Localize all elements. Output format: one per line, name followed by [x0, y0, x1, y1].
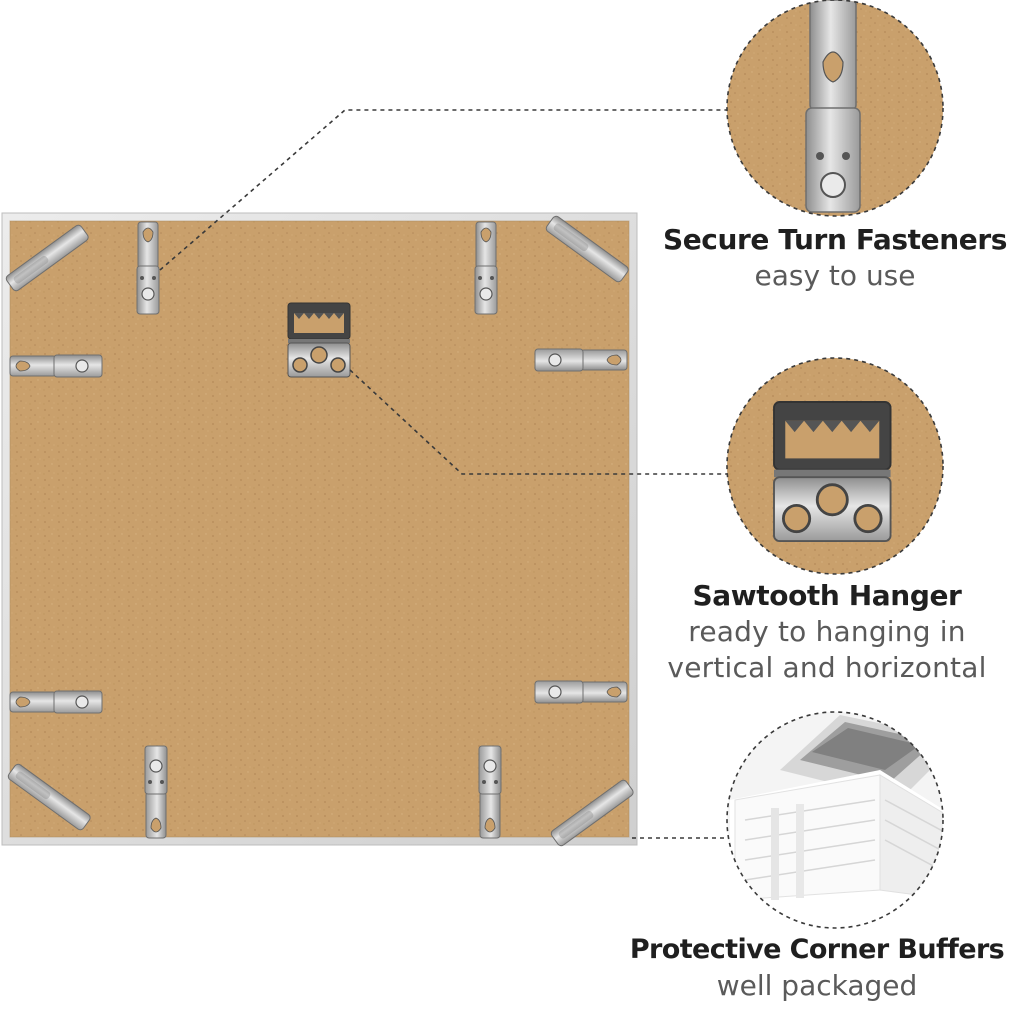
- feature-subtitle: well packaged: [716, 969, 918, 1002]
- feature-subtitle: easy to use: [754, 259, 916, 292]
- feature-turn-fasteners: Secure Turn Fasteners easy to use: [640, 222, 1024, 294]
- feature-subtitle: vertical and horizontal: [667, 651, 987, 684]
- corner-buffer-icon: [726, 711, 944, 929]
- sawtooth-hanger-icon: [726, 357, 944, 575]
- feature-sawtooth-hanger: Sawtooth Hanger ready to hanging in vert…: [630, 578, 1024, 686]
- feature-title: Secure Turn Fasteners: [662, 223, 1008, 256]
- connector-lines: [159, 109, 728, 839]
- feature-subtitle: ready to hanging in: [688, 615, 966, 648]
- feature-title: Sawtooth Hanger: [692, 579, 962, 612]
- feature-title: Protective Corner Buffers: [629, 934, 1005, 965]
- turn-fastener-icon: [726, 0, 944, 217]
- feature-corner-buffers: Protective Corner Buffers well packaged: [610, 932, 1024, 1004]
- sawtooth-hanger: [287, 302, 351, 378]
